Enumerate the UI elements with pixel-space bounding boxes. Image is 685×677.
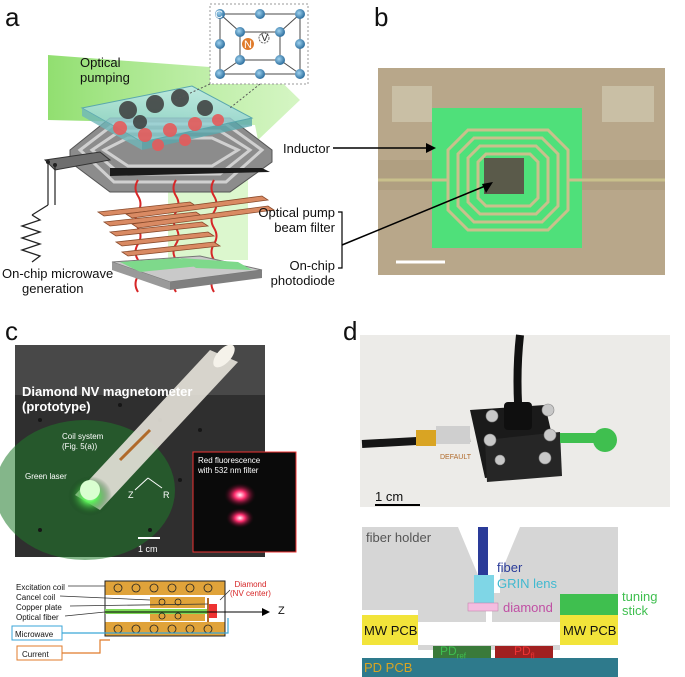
current-label: Current: [22, 650, 49, 659]
inductor-label: Inductor: [283, 141, 330, 156]
pd-pcb-rect: [362, 658, 618, 677]
pd-ref-rect: [433, 646, 491, 658]
axis-z-label: Z: [128, 490, 134, 500]
filter-grating: [96, 195, 276, 257]
atom-label-n: N: [244, 39, 252, 51]
grin-lens-label: GRIN lens: [497, 576, 557, 591]
photodiode-label: On-chip photodiode: [270, 258, 335, 288]
atom-label-c: C: [215, 9, 223, 21]
nv-spheres: [119, 89, 213, 129]
diamond-plate: [467, 602, 499, 612]
cancel-coil-label: Cancel coil: [16, 593, 56, 602]
green-laser-spot: [80, 480, 100, 500]
panel-label-d: d: [343, 316, 358, 346]
copper-plate-label: Copper plate: [16, 603, 62, 612]
mw-pcb-right-label: MW PCB: [563, 623, 617, 638]
panel-label-c: c: [5, 316, 18, 346]
nv-centers: [113, 114, 224, 151]
inductor-coil: [446, 128, 570, 232]
scale-c-label: 1 cm: [138, 544, 158, 554]
tuning-stick-rect: [560, 594, 618, 615]
microwave-source-icon: [19, 214, 43, 263]
tube-prototype: [75, 350, 238, 510]
schematic-leaders: [59, 585, 231, 617]
nitrogen-atom: [242, 38, 254, 50]
scale-d-label: 1 cm: [375, 489, 404, 504]
mw-pcb-left-label: MW PCB: [364, 623, 418, 638]
pd-fl-label: PDfl: [514, 644, 535, 661]
vacancy-site: [258, 32, 270, 44]
photodiode-center: [484, 158, 524, 194]
z-axis-label: Z: [278, 605, 285, 617]
atom-label-v: V: [261, 32, 269, 44]
optical-pumping-label: Optical pumping: [80, 55, 130, 85]
fiber-core: [478, 527, 488, 575]
panel-label-a: a: [5, 2, 20, 32]
green-laser-label: Green laser: [25, 472, 67, 481]
beam-filter-label: Optical pump beam filter: [258, 205, 335, 235]
pd-fl-rect: [495, 646, 553, 658]
coil-symbols: [113, 583, 213, 634]
axis-r-label: R: [163, 490, 170, 500]
mw-feed: [43, 151, 112, 171]
photo-default-label: DEFAULT: [440, 454, 471, 461]
mw-pcb-left-rect: [362, 615, 418, 645]
excitation-coil-label: Excitation coil: [16, 583, 65, 592]
coil-system-label: Coil system (Fig. 5(a)): [62, 432, 104, 451]
fiber-holder-shape: [362, 527, 486, 622]
fluorescence-label: Red fluorescence with 532 nm filter: [198, 456, 261, 475]
fiber-holder-label: fiber holder: [366, 530, 432, 545]
lattice-atoms: [215, 9, 305, 79]
pd-pcb-label: PD PCB: [364, 660, 413, 675]
optical-fiber-label: Optical fiber: [16, 613, 59, 622]
diamond-nv-label: Diamond (NV center): [230, 580, 271, 598]
panel-label-b: b: [374, 2, 389, 32]
microwave-label-c: Microwave: [15, 630, 54, 639]
pd-ref-label: PDref: [440, 644, 467, 661]
tuning-stick-label: tuning stick: [622, 589, 658, 618]
diamond-label: diamond: [503, 600, 553, 615]
mw-pcb-right-rect: [560, 615, 618, 645]
fiber-label: fiber: [497, 560, 523, 575]
grin-lens: [474, 575, 494, 603]
tuning-stick-photo: [560, 433, 600, 443]
panel-c-title: Diamond NV magnetometer (prototype): [22, 384, 193, 414]
sma-connector: [416, 430, 436, 446]
microwave-label: On-chip microwave generation: [2, 266, 114, 296]
